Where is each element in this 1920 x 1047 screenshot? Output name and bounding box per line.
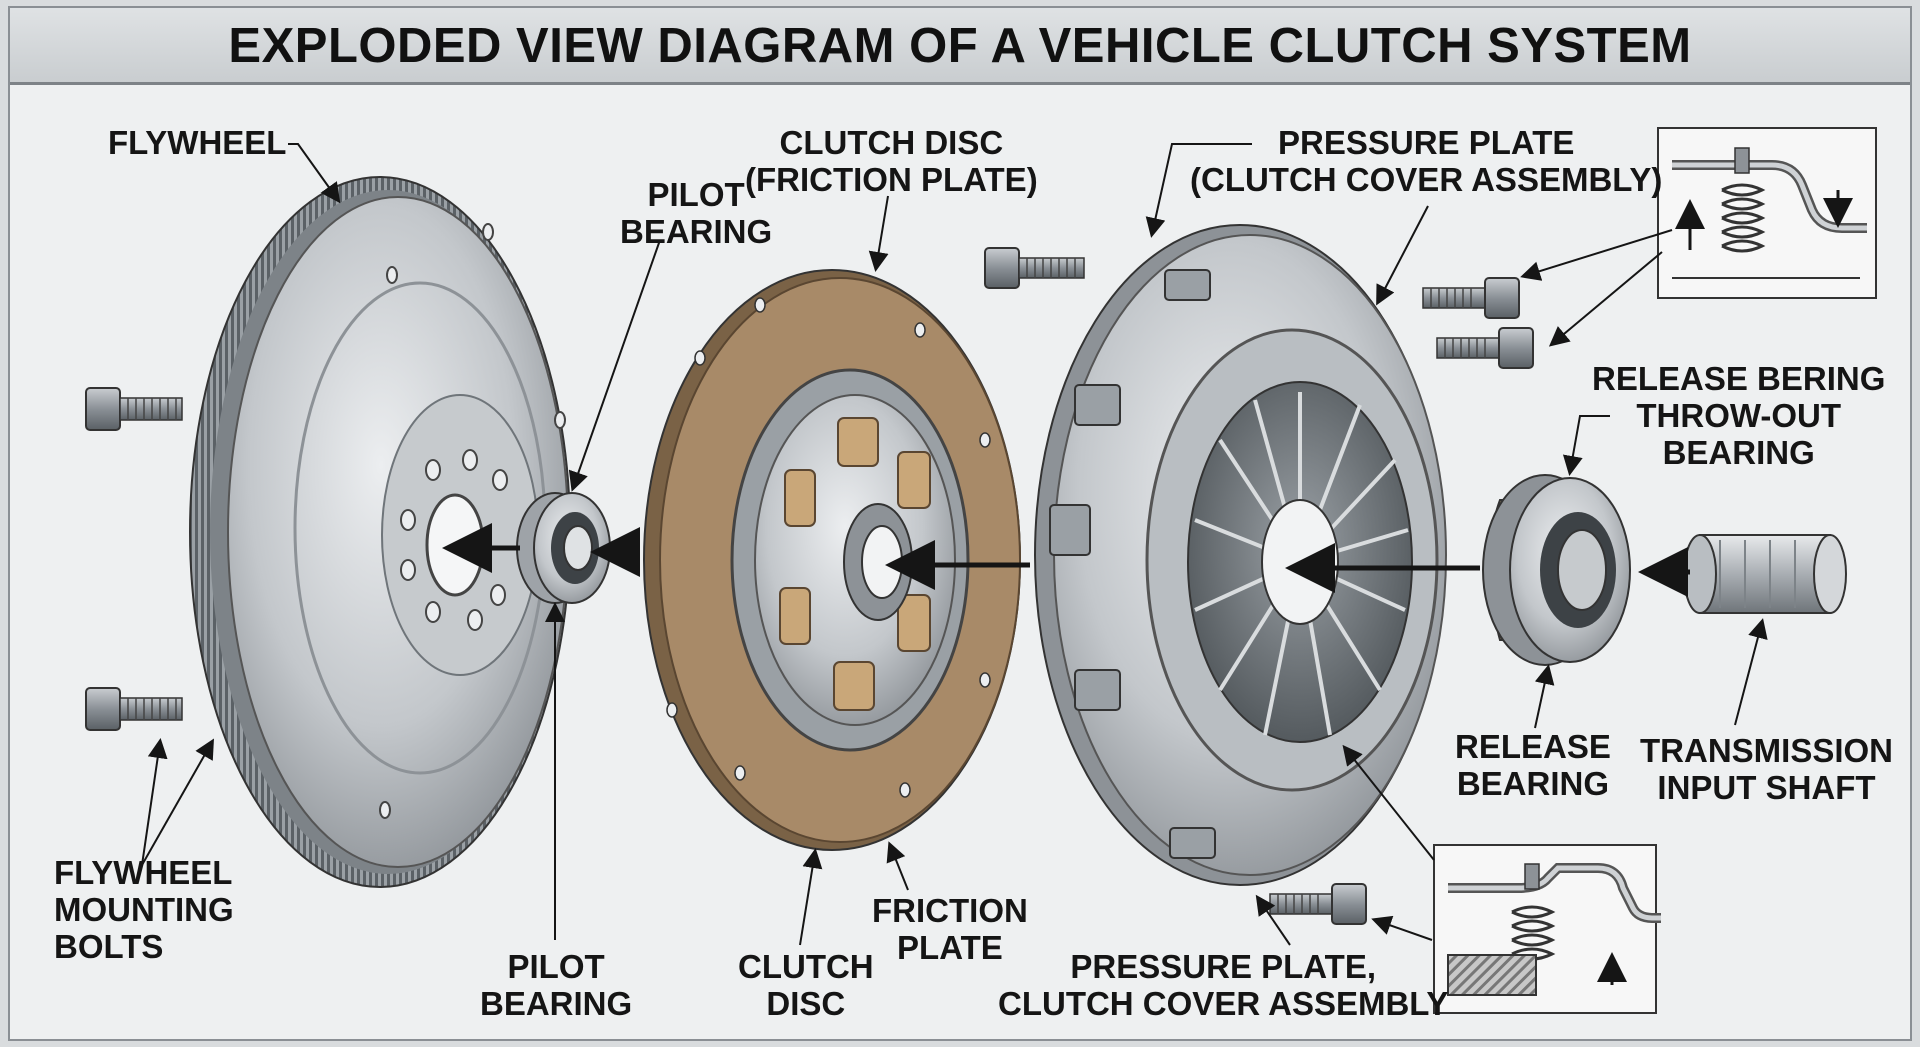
page-title: EXPLODED VIEW DIAGRAM OF A VEHICLE CLUTC…: [228, 19, 1692, 73]
label-pilot-bearing-top: PILOT BEARING: [620, 176, 773, 250]
transmission-input-shaft: [1683, 534, 1847, 614]
clutch-disc: [643, 269, 1021, 851]
spring-detail-inset-bottom: [1433, 844, 1661, 1014]
spring-detail-inset-top: [1657, 127, 1877, 299]
title-bar: EXPLODED VIEW DIAGRAM OF A VEHICLE CLUTC…: [10, 8, 1910, 85]
label-release-bering: RELEASE BERING THROW-OUT BEARING: [1592, 360, 1886, 471]
pressure-plate-bolt-bottom: [1269, 883, 1367, 925]
flywheel-bolt-upper: [85, 387, 183, 431]
pilot-bearing: [516, 492, 611, 604]
label-friction-plate: FRICTION PLATE: [872, 892, 1028, 966]
flywheel: [189, 176, 571, 888]
release-bearing: [1482, 474, 1631, 666]
label-transmission-input-shaft: TRANSMISSION INPUT SHAFT: [1640, 732, 1894, 806]
label-flywheel: FLYWHEEL: [108, 124, 287, 161]
flywheel-bolt-lower: [85, 687, 183, 731]
assembly-arrows: [442, 523, 1690, 597]
leader-lines: [141, 143, 1768, 946]
pressure-plate-bolt-right-2: [1436, 327, 1534, 369]
label-release-bearing: RELEASE BEARING: [1455, 728, 1611, 802]
pressure-plate: [1034, 224, 1447, 886]
label-clutch-disc-bottom: CLUTCH DISC: [738, 948, 874, 1022]
label-pressure-plate-bottom: PRESSURE PLATE, CLUTCH COVER ASSEMBLY: [998, 948, 1449, 1022]
pressure-plate-bolt-right-1: [1422, 277, 1520, 319]
label-pressure-plate-top: PRESSURE PLATE (CLUTCH COVER ASSEMBLY): [1190, 124, 1663, 198]
pressure-plate-bolt-top-left: [984, 247, 1085, 289]
label-pilot-bearing-bottom: PILOT BEARING: [480, 948, 633, 1022]
label-clutch-disc-top: CLUTCH DISC (FRICTION PLATE): [745, 124, 1038, 198]
label-flywheel-mounting-bolts: FLYWHEEL MOUNTING BOLTS: [54, 854, 234, 965]
